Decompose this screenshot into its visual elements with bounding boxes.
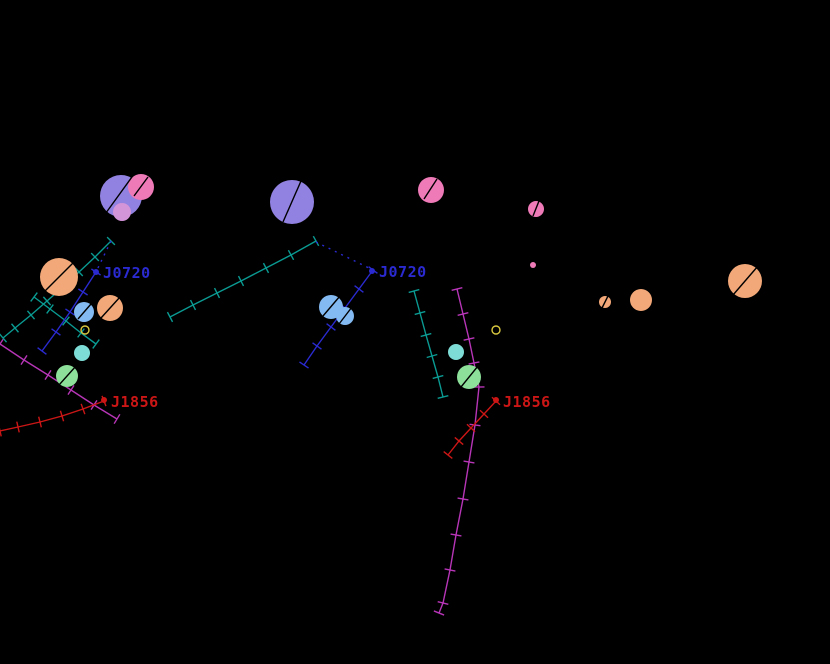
track-blue-left-dotted	[95, 240, 112, 273]
track-red-left-tick-2	[59, 410, 65, 422]
track-teal-center-short	[413, 290, 444, 398]
track-magenta-center-tick-0	[451, 287, 463, 291]
label-j0720-left: J0720	[103, 264, 151, 282]
star-orange-large-right-orientation-bar	[732, 265, 759, 296]
track-blue-center-tick-5	[299, 361, 309, 369]
track-red-center-tick-3	[454, 436, 464, 446]
star-pink-small-orientation-bar	[532, 200, 540, 217]
track-magenta-center-tick-3	[468, 361, 480, 365]
track-teal-left-long-tick-7	[0, 333, 8, 343]
star-purple-large-left-orientation-bar	[102, 169, 138, 218]
label-j0720-center-dot	[369, 268, 375, 274]
track-magenta-center-tick-1	[457, 312, 469, 316]
track-teal-center-short-tick-3	[426, 353, 438, 359]
track-teal-center-short-tick-4	[432, 374, 444, 380]
star-pink-dot	[530, 262, 536, 268]
label-j0720-center: J0720	[379, 263, 427, 281]
track-blue-left-tick-1	[78, 288, 88, 296]
track-teal-left-long-tick-4	[42, 296, 52, 306]
track-magenta-center-tick-6	[463, 460, 475, 464]
label-j1856-left-dot	[101, 397, 107, 403]
track-magenta-left-tick-0	[0, 339, 4, 346]
track-teal-left-short-tick-3	[77, 328, 85, 338]
track-teal-left-short-tick-4	[92, 339, 100, 349]
track-teal-center-long-tick-5	[189, 299, 197, 311]
track-teal-left-short-tick-1	[46, 304, 54, 314]
track-magenta-center-tick-11	[433, 610, 445, 616]
track-red-left-tick-3	[37, 416, 43, 428]
track-magenta-left-tick-2	[44, 369, 52, 381]
track-magenta-center-tick-10	[437, 600, 449, 606]
star-green-left-orientation-bar	[58, 365, 77, 386]
star-plum-left	[113, 203, 131, 221]
label-j1856-left: J1856	[111, 393, 159, 411]
star-orange-left-orientation-bar	[41, 257, 79, 295]
ring-yellow-center	[491, 325, 501, 335]
track-teal-center-long-tick-1	[287, 249, 295, 261]
ring-yellow-left	[80, 325, 90, 335]
track-teal-center-long-tick-4	[213, 287, 221, 299]
track-teal-left-long-tick-1	[90, 252, 100, 262]
star-blue-center-a-orientation-bar	[322, 295, 341, 317]
track-blue-left-tick-3	[51, 328, 61, 336]
track-teal-center-long-tick-3	[237, 275, 245, 287]
star-cyan-center	[448, 344, 464, 360]
track-magenta-left-tick-1	[20, 355, 28, 365]
track-red-left-tick-1	[80, 403, 86, 415]
track-blue-center-tick-4	[312, 342, 322, 350]
track-magenta-center-tick-7	[457, 497, 469, 501]
track-teal-center-long-tick-2	[262, 262, 270, 274]
track-magenta-center-tick-5	[469, 423, 481, 427]
track-teal-left-long-tick-5	[26, 310, 36, 320]
track-red-center-tick-4	[443, 451, 453, 459]
track-red-left-tick-4	[16, 421, 20, 433]
track-teal-left-short-tick-2	[62, 316, 70, 326]
track-red-left	[0, 400, 105, 432]
track-teal-center-short-tick-5	[437, 394, 449, 400]
track-teal-left-short-tick-0	[30, 292, 38, 302]
track-teal-center-long-tick-0	[312, 235, 320, 247]
star-cyan-left	[74, 345, 90, 361]
track-magenta-center-tick-8	[450, 533, 462, 537]
track-teal-center-short-tick-0	[408, 288, 420, 294]
track-teal-left-long-tick-2	[74, 267, 84, 277]
track-magenta-left-tick-3	[67, 385, 75, 395]
star-blue-left-orientation-bar	[77, 303, 92, 320]
star-purple-large-center-orientation-bar	[282, 180, 302, 223]
star-orange-right	[630, 289, 652, 311]
track-teal-center-short-tick-2	[420, 332, 432, 338]
star-orange-small-right-orientation-bar	[600, 293, 610, 311]
track-teal-center-short-tick-1	[414, 310, 426, 316]
track-teal-center-long	[169, 240, 317, 318]
label-j0720-left-dot	[93, 269, 99, 275]
star-pink-left-orientation-bar	[133, 176, 149, 197]
star-blue-center-b-orientation-bar	[338, 306, 353, 325]
star-orange-mid-left-orientation-bar	[100, 296, 121, 319]
star-pink-center-orientation-bar	[423, 178, 438, 200]
star-green-center-orientation-bar	[460, 365, 479, 388]
track-blue-left-tick-2	[65, 308, 75, 316]
label-j1856-center: J1856	[503, 393, 551, 411]
track-red-left-tick-5	[0, 427, 2, 437]
track-red-center-tick-2	[466, 423, 476, 433]
star-pink-center	[418, 177, 444, 203]
track-magenta-center	[438, 288, 480, 614]
track-magenta-center-tick-9	[444, 568, 456, 572]
track-blue-center-tick-1	[354, 285, 364, 293]
track-blue-left-tick-4	[37, 347, 47, 355]
track-teal-left-long-tick-6	[10, 323, 20, 333]
track-blue-center-dotted	[315, 241, 374, 271]
label-j1856-center-dot	[493, 397, 499, 403]
track-red-center-tick-1	[479, 409, 489, 419]
track-magenta-left-tick-5	[113, 413, 121, 425]
track-magenta-center-tick-2	[463, 337, 475, 341]
track-teal-center-long-tick-6	[166, 311, 174, 323]
track-blue-center-tick-3	[326, 323, 336, 331]
